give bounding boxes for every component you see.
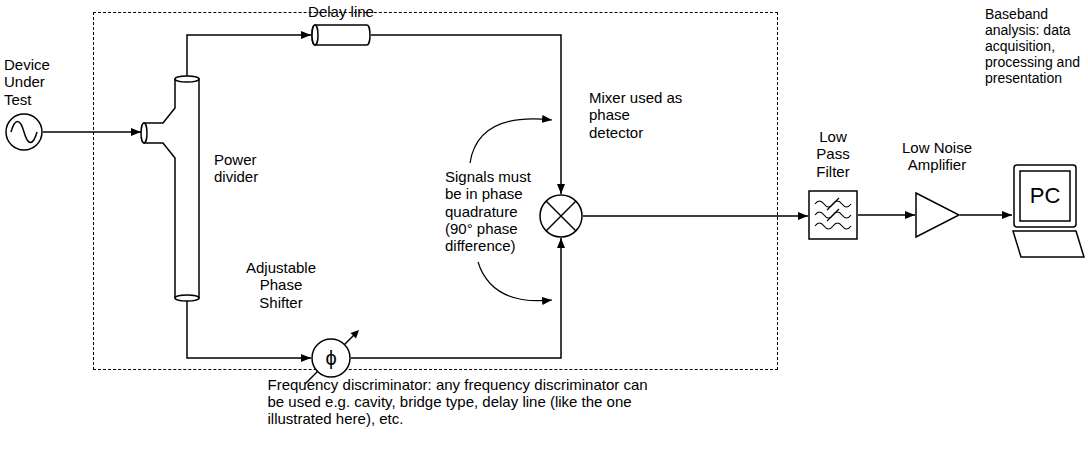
mixer-shape xyxy=(539,194,583,238)
discriminator-caption: Frequency discriminator: any frequency d… xyxy=(268,376,653,428)
mixer-circle xyxy=(540,195,582,237)
signal-source: Device Under Test xyxy=(5,113,43,151)
computer-shape xyxy=(1012,165,1085,265)
divider-label: Power divider xyxy=(214,151,274,186)
amplifier-label: Low Noise Amplifier xyxy=(887,139,987,174)
cable-body xyxy=(312,25,370,45)
source-circle xyxy=(6,114,42,150)
divider-port xyxy=(175,76,199,82)
amplifier-triangle xyxy=(916,193,959,237)
divider-body xyxy=(144,79,199,298)
phi-symbol: ϕ xyxy=(311,338,351,378)
quadrature-note: Signals must be in phase quadrature (90°… xyxy=(445,168,549,254)
power-divider-shape xyxy=(141,76,206,301)
signal-wire xyxy=(351,238,561,358)
sine-symbol xyxy=(11,122,37,143)
filter-strikes xyxy=(827,198,839,221)
power-divider: Power divider xyxy=(141,76,206,301)
pc-label: PC xyxy=(1020,171,1070,221)
adjust-arrow xyxy=(305,371,318,384)
filter-box-shape xyxy=(808,190,858,240)
laptop-display xyxy=(1020,171,1070,221)
signal-wire xyxy=(583,215,808,217)
amplifier-shape xyxy=(915,192,960,238)
mixer-label: Mixer used as phase detector xyxy=(589,89,684,141)
delay-line: Delay line xyxy=(311,23,371,47)
mixer-cross xyxy=(546,201,576,231)
filter-label: Low Pass Filter xyxy=(808,128,858,180)
baseband-label: Baseband analysis: data acquisition, pro… xyxy=(985,6,1085,86)
laptop-base xyxy=(1013,231,1084,257)
cable-end xyxy=(312,25,318,45)
signal-wire xyxy=(960,214,1012,216)
delay-label: Delay line xyxy=(299,3,383,20)
divider-port xyxy=(175,295,199,301)
computer: Baseband analysis: data acquisition, pro… xyxy=(1012,165,1085,265)
adjust-arrow-head xyxy=(351,330,360,339)
signal-wire xyxy=(858,214,915,216)
shifter-label: Adjustable Phase Shifter xyxy=(239,259,323,311)
callout-arrow xyxy=(478,262,552,301)
divider-port xyxy=(141,123,147,143)
amplifier: Low Noise Amplifier xyxy=(915,192,960,238)
mixer: Mixer used as phase detector xyxy=(539,194,583,238)
callout-arrow xyxy=(470,119,552,163)
device-label: Device Under Test xyxy=(4,56,66,108)
laptop-screen xyxy=(1014,165,1076,227)
filter-body xyxy=(809,191,857,239)
delay-line-shape xyxy=(311,23,371,47)
signal-source-shape xyxy=(5,113,43,151)
signal-wire xyxy=(187,35,311,76)
discriminator-group: Frequency discriminator: any frequency d… xyxy=(93,12,778,370)
signal-wire xyxy=(43,131,141,133)
filter-box: Low Pass Filter xyxy=(808,190,858,240)
mixer-cross xyxy=(546,201,576,231)
phase-shifter: Adjustable Phase Shifterϕ xyxy=(311,338,351,378)
